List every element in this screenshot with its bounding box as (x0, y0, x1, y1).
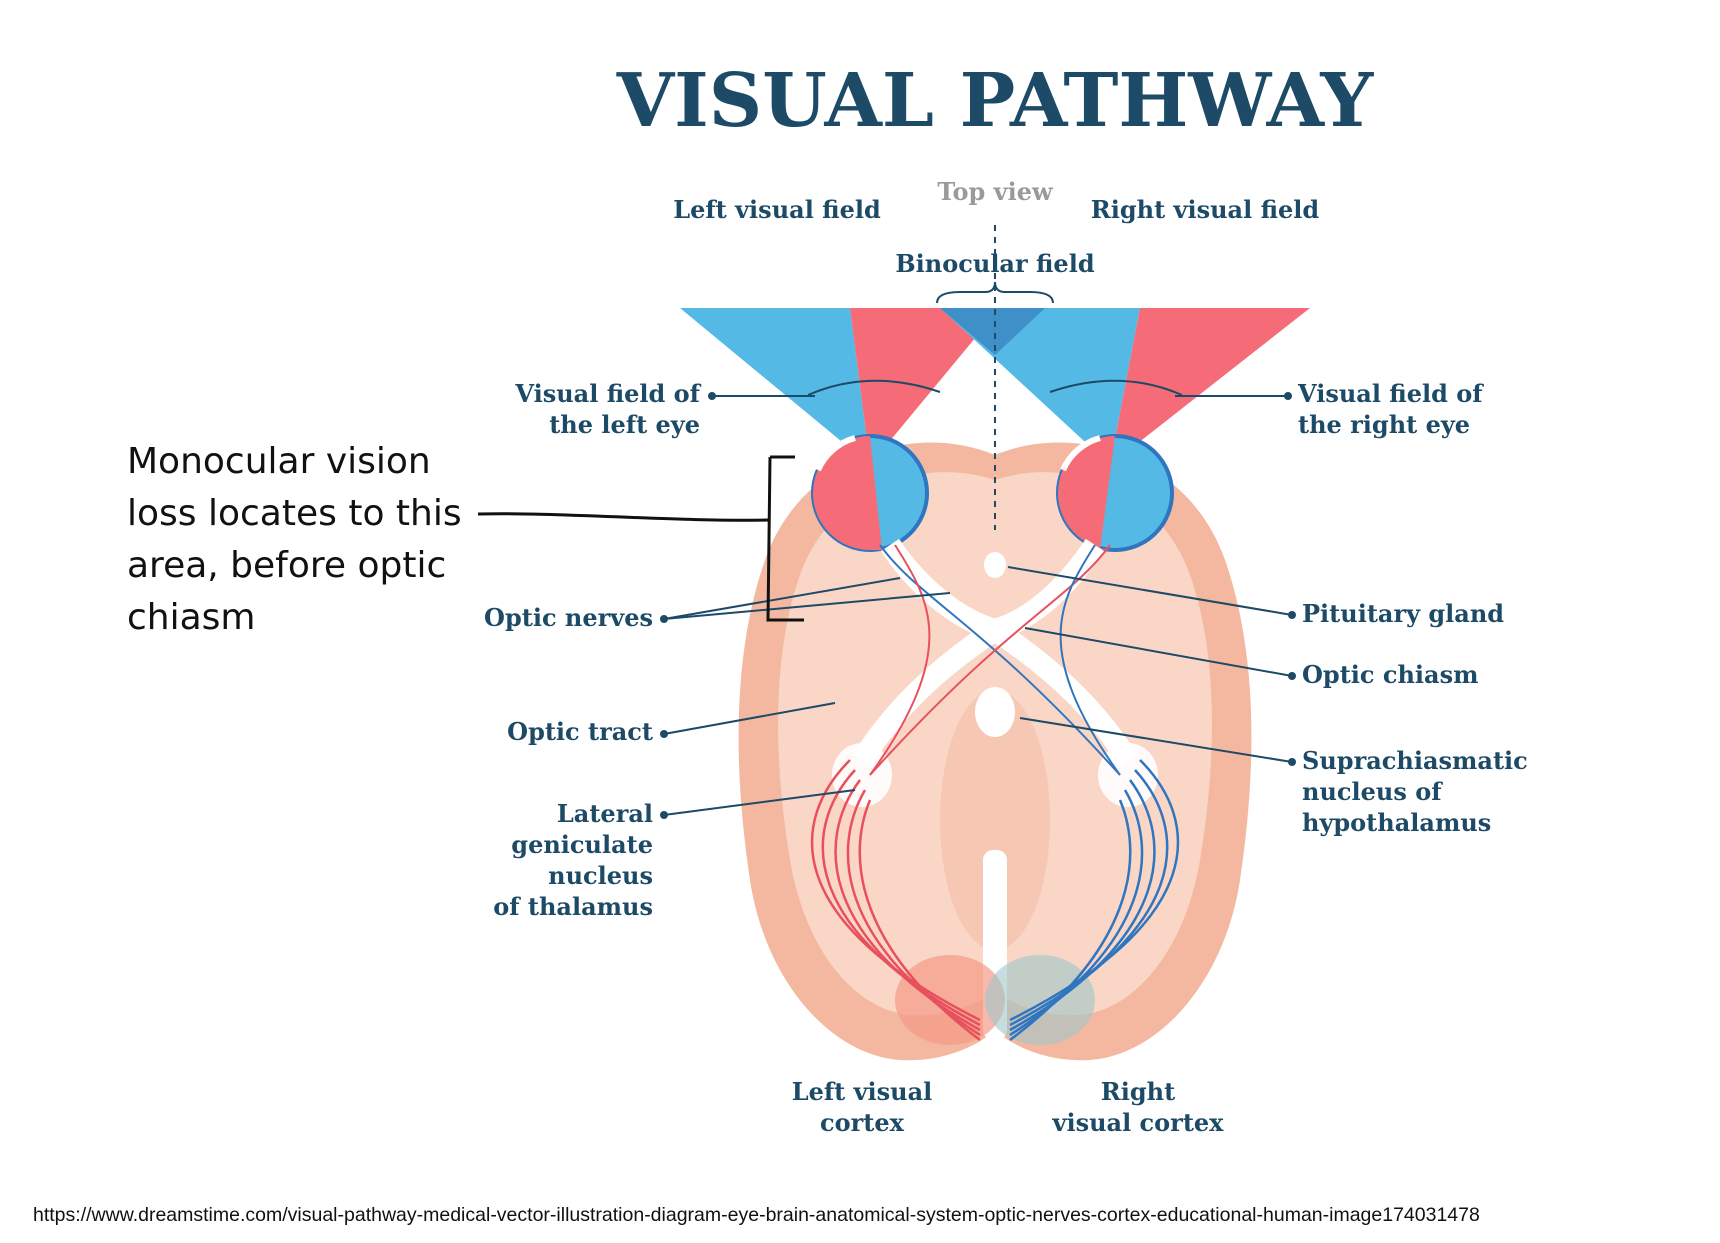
annotation-line-4: chiasm (127, 597, 256, 638)
annotation-bracket (766, 455, 804, 622)
right-eye-field-red (1110, 308, 1310, 465)
label-suprachiasmatic-3: hypothalamus (1302, 808, 1491, 837)
pituitary-gland (984, 552, 1006, 578)
binocular-brace (936, 281, 1054, 304)
left-eye (811, 434, 929, 552)
label-suprachiasmatic-2: nucleus of (1302, 777, 1443, 806)
lgn-right (1098, 743, 1158, 807)
left-eye-field-arc (807, 379, 941, 396)
label-visual-field-left-eye-1: Visual field of (514, 379, 701, 408)
label-optic-nerves: Optic nerves (484, 603, 653, 632)
label-top-view: Top view (937, 177, 1054, 206)
annotation-line-1: Monocular vision (127, 441, 431, 482)
label-visual-field-right-eye-1: Visual field of (1297, 379, 1484, 408)
label-right-visual-cortex-1: Right (1101, 1077, 1175, 1106)
label-right-visual-cortex-2: visual cortex (1052, 1108, 1225, 1137)
monocular-vision-annotation: Monocular vision loss locates to this ar… (127, 441, 804, 638)
label-lgn-2: geniculate (511, 830, 653, 859)
right-eye-field-arc (1049, 379, 1183, 396)
label-lgn-3: nucleus (548, 861, 653, 890)
label-right-visual-field: Right visual field (1091, 195, 1320, 224)
right-eye (1056, 434, 1174, 552)
diagram-title: VISUAL PATHWAY (616, 58, 1375, 144)
annotation-pointer-line (477, 512, 769, 522)
left-eye-field-blue (680, 308, 870, 465)
binocular-overlap (940, 308, 1045, 355)
brain-illustration (738, 442, 1252, 1061)
label-left-visual-cortex-2: cortex (820, 1108, 905, 1137)
label-optic-chiasm: Optic chiasm (1302, 660, 1479, 689)
source-url: https://www.dreamstime.com/visual-pathwa… (33, 1204, 1480, 1226)
label-visual-field-left-eye-2: the left eye (549, 410, 700, 439)
label-left-visual-field: Left visual field (673, 195, 881, 224)
label-left-visual-cortex-1: Left visual (792, 1077, 933, 1106)
right-cortex-highlight (985, 955, 1095, 1045)
annotation-line-3: area, before optic (127, 545, 446, 586)
label-visual-field-right-eye-2: the right eye (1298, 410, 1470, 439)
label-pituitary-gland: Pituitary gland (1302, 599, 1504, 628)
visual-field-cones (680, 225, 1310, 530)
suprachiasmatic-nucleus (975, 687, 1015, 737)
brainstem (940, 690, 1050, 950)
label-suprachiasmatic-1: Suprachiasmatic (1302, 746, 1528, 775)
label-lgn-1: Lateral (557, 799, 653, 828)
annotation-line-2: loss locates to this (127, 493, 462, 534)
label-optic-tract: Optic tract (507, 717, 653, 746)
label-lgn-4: of thalamus (493, 892, 653, 921)
optic-nerves-and-tracts (810, 538, 1180, 1041)
